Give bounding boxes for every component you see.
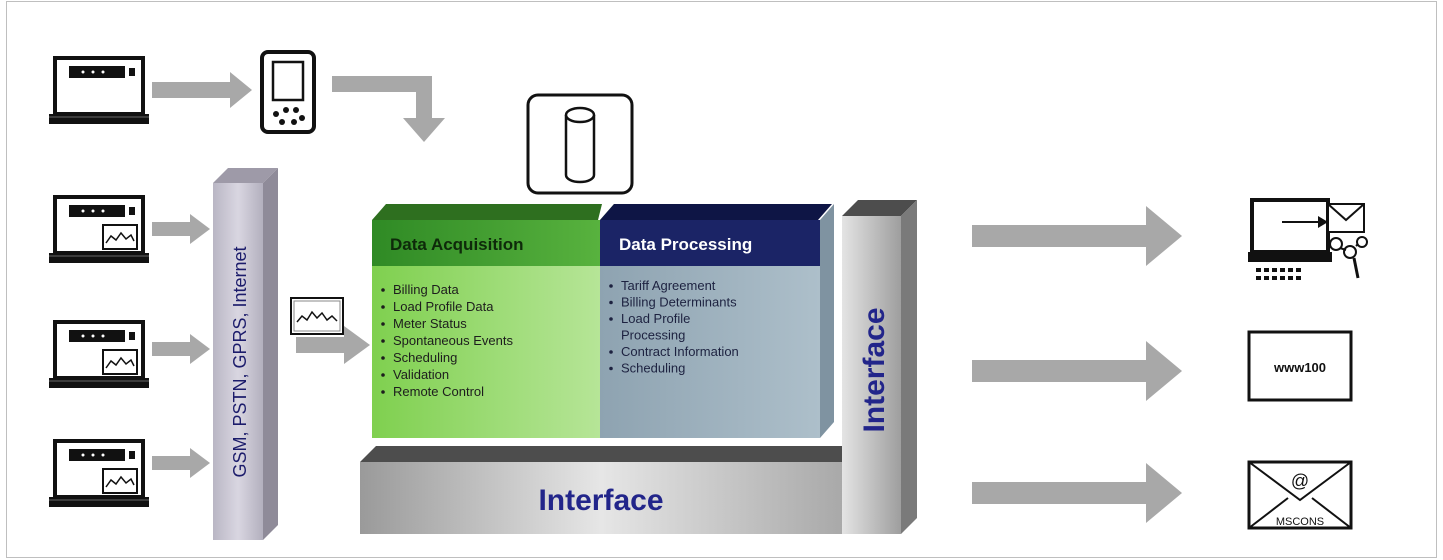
arrow-meter-to-network bbox=[152, 448, 210, 478]
arrow-to-web bbox=[972, 341, 1182, 401]
processing-bullet bbox=[609, 317, 613, 321]
network-label: GSM, PSTN, GPRS, Internet bbox=[230, 246, 250, 477]
processing-bullet bbox=[609, 366, 613, 371]
processing-bullet bbox=[609, 350, 613, 354]
acquisition-bullet bbox=[381, 322, 385, 326]
acquisition-bullet bbox=[381, 288, 385, 292]
processing-bullet bbox=[609, 300, 613, 305]
interface-side-label: Interface bbox=[858, 307, 891, 432]
processing-item: Billing Determinants bbox=[621, 295, 737, 310]
computer-email-icon bbox=[1248, 198, 1368, 280]
acquisition-bullet bbox=[381, 339, 385, 343]
arrow-to-email bbox=[972, 206, 1182, 266]
processing-item: Scheduling bbox=[621, 361, 685, 376]
arrow-to-mscons bbox=[972, 463, 1182, 523]
data-processing-title: Data Processing bbox=[619, 235, 752, 254]
processing-item: Contract Information bbox=[621, 344, 739, 359]
arrow-meter-to-network bbox=[152, 334, 210, 364]
meter-icon bbox=[47, 320, 151, 390]
processing-item: Processing bbox=[621, 328, 685, 343]
acquisition-item: Billing Data bbox=[393, 282, 460, 297]
handheld-terminal-icon bbox=[260, 50, 316, 134]
meter-icon bbox=[47, 439, 151, 509]
processing-item: Tariff Agreement bbox=[621, 278, 716, 293]
signal-waveform-icon bbox=[290, 297, 344, 335]
acquisition-item: Validation bbox=[393, 367, 449, 382]
acquisition-bullet bbox=[381, 356, 385, 360]
acquisition-item: Meter Status bbox=[393, 316, 467, 331]
database-icon bbox=[526, 93, 634, 195]
web-icon bbox=[1247, 330, 1353, 402]
meter-icon bbox=[47, 56, 151, 126]
diagram-frame bbox=[6, 1, 1437, 558]
processing-item: Load Profile bbox=[621, 311, 690, 326]
acquisition-item: Scheduling bbox=[393, 350, 457, 365]
meter-icon bbox=[47, 195, 151, 265]
envelope-at-sign: @ bbox=[1291, 471, 1309, 491]
network-bar bbox=[213, 168, 278, 540]
data-processing-box bbox=[600, 204, 834, 438]
interface-bottom-bar bbox=[360, 446, 842, 534]
envelope-label: MSCONS bbox=[1276, 516, 1324, 528]
interface-bottom-label: Interface bbox=[538, 484, 663, 517]
acquisition-bullet bbox=[381, 305, 385, 309]
data-acquisition-title: Data Acquisition bbox=[390, 235, 524, 254]
arrow-meter-to-handheld bbox=[152, 72, 252, 108]
acquisition-bullet bbox=[381, 390, 385, 394]
processing-bullet bbox=[609, 284, 613, 288]
acquisition-bullet bbox=[381, 373, 385, 377]
acquisition-item: Remote Control bbox=[393, 384, 484, 399]
web-label: www100 bbox=[1273, 360, 1326, 375]
interface-side-bar bbox=[842, 200, 917, 534]
arrow-handheld-to-system bbox=[332, 76, 445, 142]
arrow-network-to-system bbox=[296, 326, 370, 364]
arrow-meter-to-network bbox=[152, 214, 210, 244]
acquisition-item: Load Profile Data bbox=[393, 299, 494, 314]
envelope-icon bbox=[1247, 460, 1353, 530]
acquisition-item: Spontaneous Events bbox=[393, 333, 513, 348]
